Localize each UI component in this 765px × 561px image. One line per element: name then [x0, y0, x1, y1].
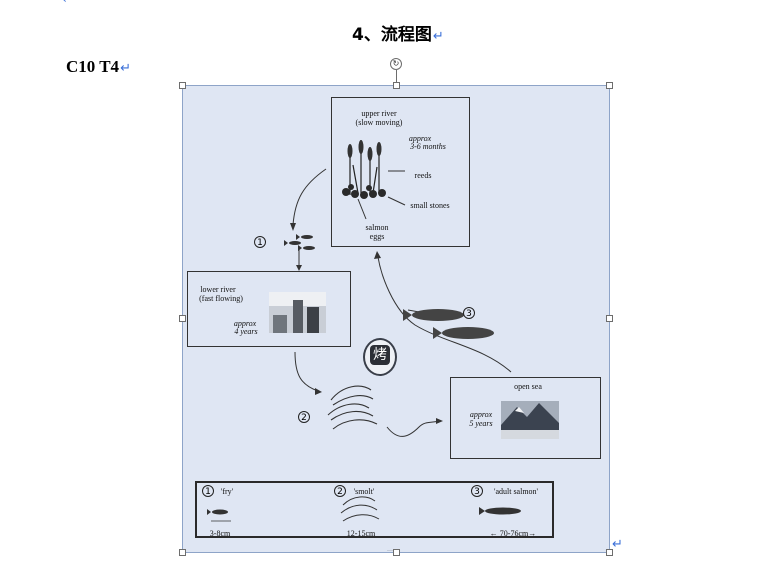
lower-river-approx-1: approx — [233, 319, 257, 328]
salmon-eggs-label-1: salmon — [365, 223, 389, 232]
adult-salmon-illustration — [403, 309, 494, 339]
stage-number-3: 3 — [463, 307, 475, 319]
upper-river-approx-2: 3-6 months — [410, 142, 446, 151]
fry-fish-illustration — [284, 234, 315, 251]
salmon-life-cycle-figure[interactable]: upper river (slow moving) approx 3-6 mon… — [183, 85, 610, 553]
lower-river-approx-2: 4 years — [234, 327, 258, 336]
legend-adult-label: 'adult salmon' — [494, 487, 538, 496]
resize-handle-top-left[interactable] — [179, 82, 186, 89]
upper-river-approx-1: approx — [408, 134, 432, 143]
paragraph-mark-end: ↵ — [612, 537, 623, 552]
watermark-glyph: 烤 — [370, 345, 390, 365]
resize-handle-top-center[interactable] — [393, 82, 400, 89]
resize-handle-top-right[interactable] — [606, 82, 613, 89]
legend-fry-label: 'fry' — [220, 487, 234, 496]
lower-river-title-1: lower river — [200, 285, 236, 294]
legend-number-2: 2 — [334, 485, 346, 497]
open-sea-title: open sea — [514, 382, 542, 391]
resize-handle-bottom-right[interactable] — [606, 549, 613, 556]
legend-number-1: 1 — [202, 485, 214, 497]
upper-river-title-1: upper river — [361, 109, 397, 118]
rotate-stem — [396, 70, 397, 83]
stones-illustration — [342, 184, 386, 199]
rotate-handle-icon[interactable]: ↻ — [390, 58, 402, 70]
legend-smolt-size: 12-15cm — [346, 529, 376, 538]
open-sea-approx-2: 5 years — [469, 419, 493, 428]
arrow-upper-to-fry — [292, 168, 327, 226]
legend-box — [195, 481, 554, 538]
stage-number-2: 2 — [298, 411, 310, 423]
reeds-label: reeds — [414, 171, 432, 180]
top-left-marker: ‹ — [62, 0, 67, 6]
legend-fry-size: 3-8cm — [209, 529, 231, 538]
legend-smolt-label: 'smolt' — [353, 487, 375, 496]
paragraph-mark: ↵ — [432, 29, 444, 44]
legend-number-3: 3 — [471, 485, 483, 497]
lower-river-title-2: (fast flowing) — [199, 294, 243, 303]
test-label: C10 T4↵ — [66, 57, 131, 77]
section-heading: 4、流程图↵ — [352, 20, 444, 45]
arrow-lower-to-smolt — [294, 351, 319, 392]
waterfall-photo — [269, 292, 326, 333]
watermark-badge: 烤 — [363, 338, 397, 376]
arrow-sea-to-upper — [377, 256, 512, 373]
stage-number-1: 1 — [254, 236, 266, 248]
salmon-eggs-label-2: eggs — [369, 232, 385, 241]
test-label-text: C10 T4 — [66, 57, 120, 76]
small-stones-label: small stones — [410, 201, 450, 210]
heading-text: 4、流程图 — [352, 25, 432, 45]
legend-illustrations — [207, 496, 521, 522]
figure-drawing — [207, 140, 559, 522]
sea-mountain-photo — [501, 401, 559, 439]
upper-river-box — [331, 97, 470, 247]
faint-caption: ...... — [343, 544, 443, 553]
legend-adult-size: ← 70-76cm→ — [489, 529, 537, 538]
smolt-fish-illustration — [327, 385, 378, 430]
upper-river-title-2: (slow moving) — [355, 118, 403, 127]
lower-river-box — [187, 271, 351, 347]
resize-handle-middle-right[interactable] — [606, 315, 613, 322]
open-sea-approx-1: approx — [469, 410, 493, 419]
resize-handle-bottom-left[interactable] — [179, 549, 186, 556]
arrow-smolt-to-sea — [386, 420, 440, 437]
open-sea-box — [450, 377, 601, 459]
paragraph-mark: ↵ — [120, 61, 131, 76]
resize-handle-bottom-center[interactable] — [393, 549, 400, 556]
resize-handle-middle-left[interactable] — [179, 315, 186, 322]
